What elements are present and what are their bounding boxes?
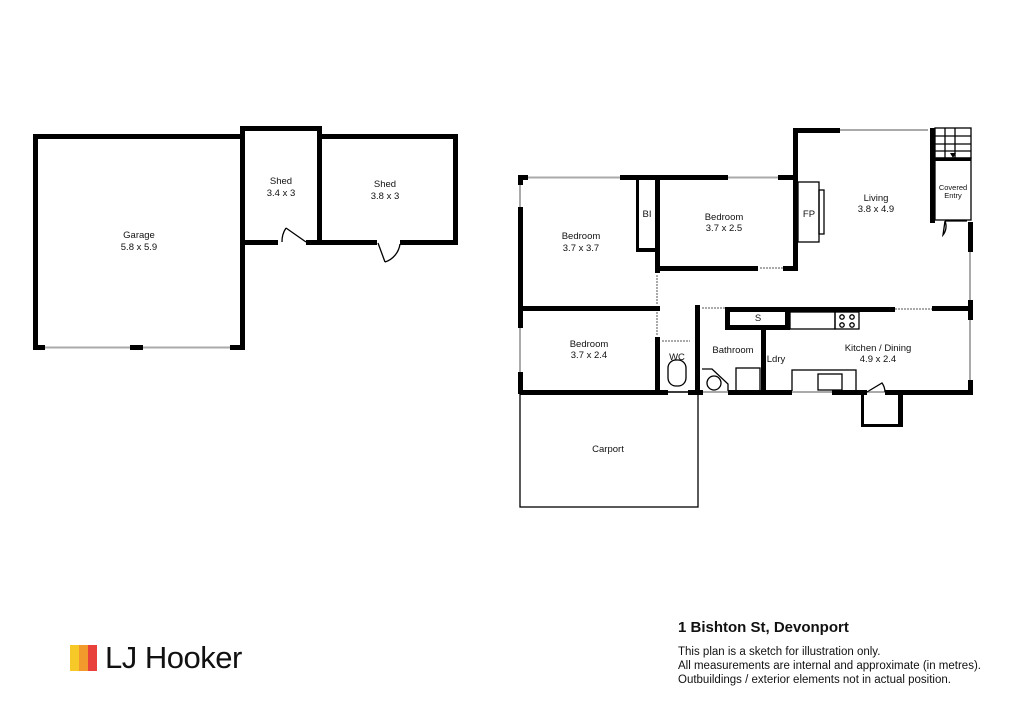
garage-size: 5.8 x 5.9 — [121, 242, 157, 253]
kitchen-label: Kitchen / Dining — [845, 343, 912, 354]
garage — [33, 126, 245, 350]
shed2-size: 3.8 x 3 — [371, 191, 400, 202]
shed2-label: Shed — [374, 179, 396, 190]
living-size: 3.8 x 4.9 — [858, 204, 894, 215]
plan-info: 1 Bishton St, Devonport This plan is a s… — [678, 619, 981, 687]
bi-label: BI — [643, 209, 652, 220]
bathroom-label: Bathroom — [712, 345, 753, 356]
shed-2 — [317, 134, 458, 263]
lj-hooker-logo: LJ Hooker — [70, 640, 242, 676]
note-3: Outbuildings / exterior elements not in … — [678, 674, 951, 686]
bedroom1-size: 3.7 x 3.7 — [563, 243, 599, 254]
bedroom3-size: 3.7 x 2.4 — [571, 350, 607, 361]
brand-name: LJ Hooker — [105, 640, 242, 675]
covered-entry-label: Covered — [939, 183, 967, 192]
living-label: Living — [864, 193, 889, 204]
garage-label: Garage — [123, 230, 155, 241]
bedroom2-label: Bedroom — [705, 212, 744, 223]
wc-label: WC — [669, 352, 685, 363]
s-label: S — [755, 313, 761, 324]
note-1: This plan is a sketch for illustration o… — [678, 646, 881, 658]
logo-bar-yellow — [70, 645, 79, 671]
ldry-label: Ldry — [767, 354, 786, 365]
shed-1 — [240, 126, 322, 245]
fp-label: FP — [803, 209, 815, 220]
address: 1 Bishton St, Devonport — [678, 619, 849, 636]
shed1-size: 3.4 x 3 — [267, 188, 296, 199]
note-2: All measurements are internal and approx… — [678, 660, 981, 672]
shed1-label: Shed — [270, 176, 292, 187]
carport-label: Carport — [592, 444, 624, 455]
house — [518, 127, 973, 508]
bedroom1-label: Bedroom — [562, 231, 601, 242]
bedroom2-size: 3.7 x 2.5 — [706, 223, 742, 234]
logo-bar-red — [88, 645, 97, 671]
logo-bar-orange — [79, 645, 88, 671]
kitchen-size: 4.9 x 2.4 — [860, 354, 896, 365]
bedroom3-label: Bedroom — [570, 339, 609, 350]
covered-entry-label-2: Entry — [944, 191, 962, 200]
